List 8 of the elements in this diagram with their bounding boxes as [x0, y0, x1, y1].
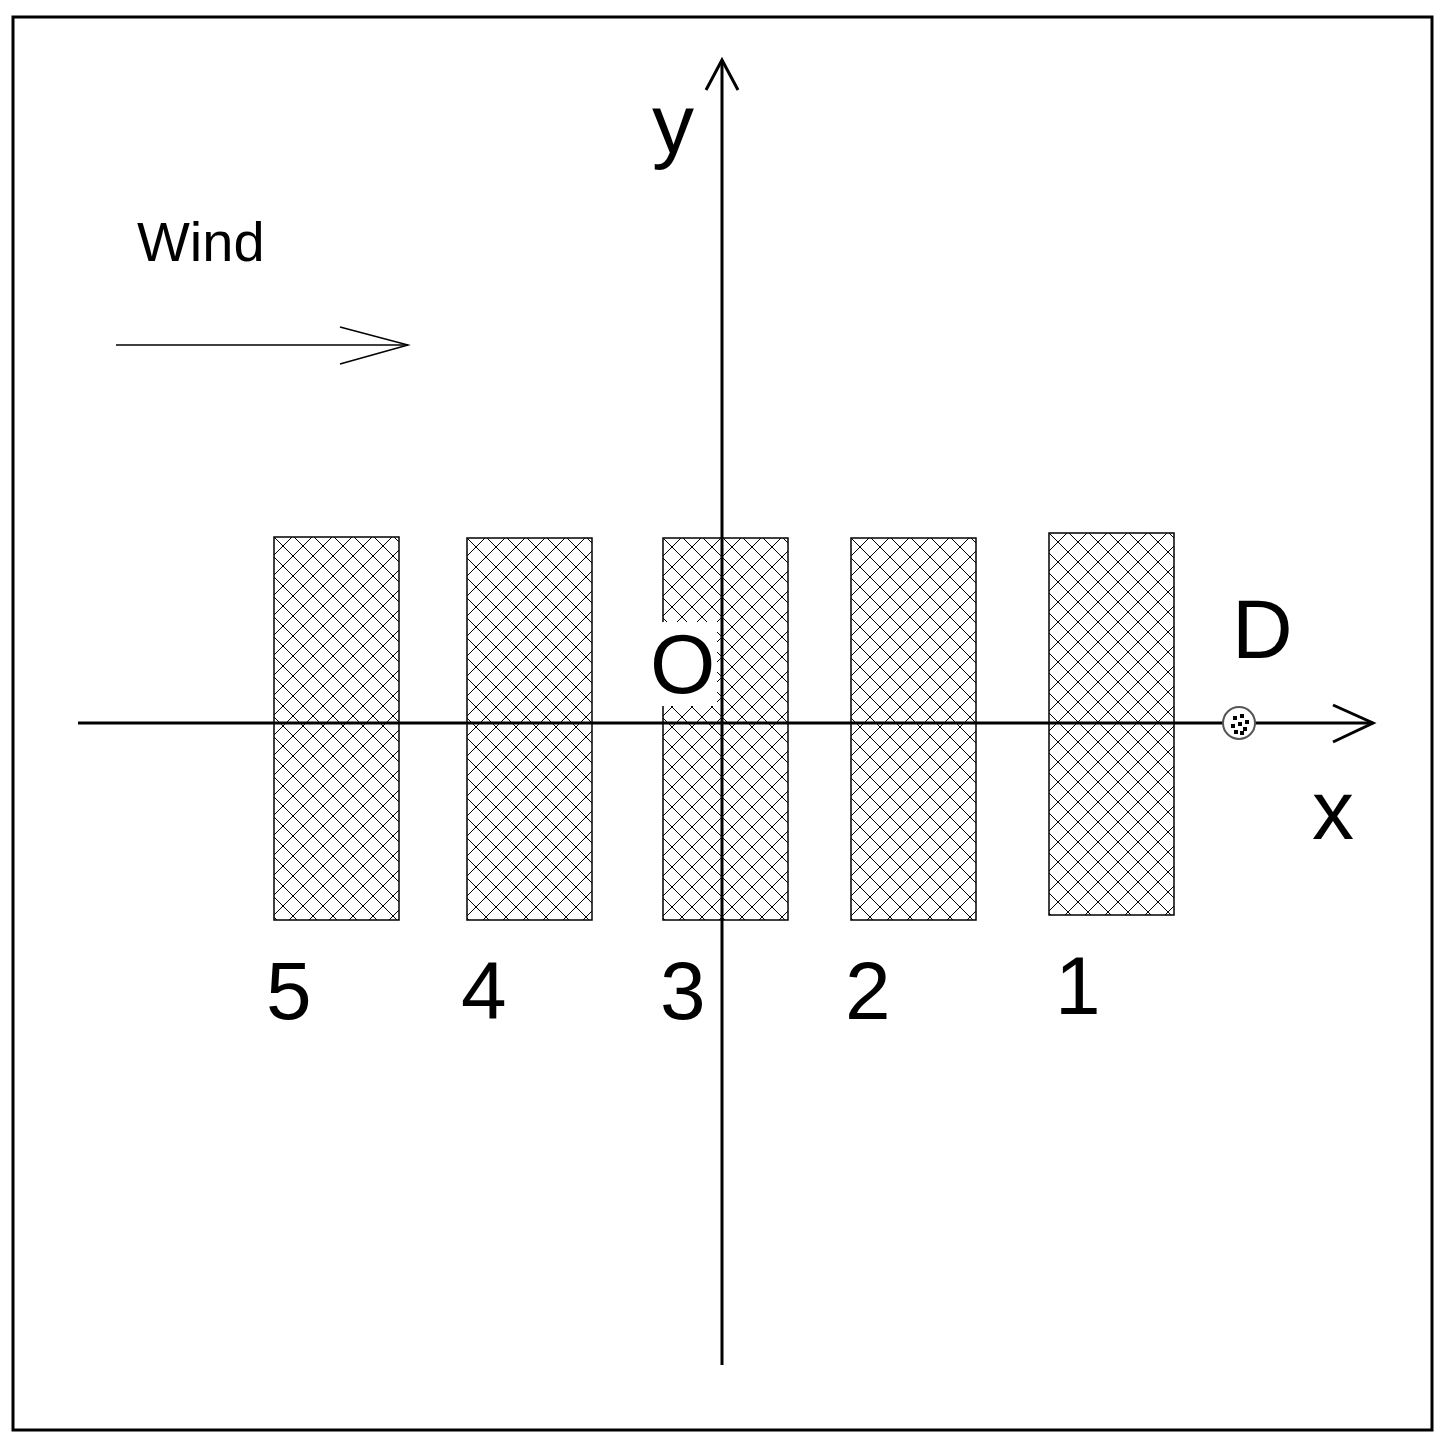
- wind-label: Wind: [137, 214, 265, 270]
- block-number: 2: [845, 950, 891, 1032]
- block-number: 4: [461, 950, 507, 1032]
- block-number: 1: [1055, 945, 1101, 1027]
- block-number: 5: [266, 950, 312, 1032]
- axis-label: x: [1312, 768, 1354, 852]
- block-number: 3: [660, 950, 706, 1032]
- point-label: D: [1232, 588, 1293, 670]
